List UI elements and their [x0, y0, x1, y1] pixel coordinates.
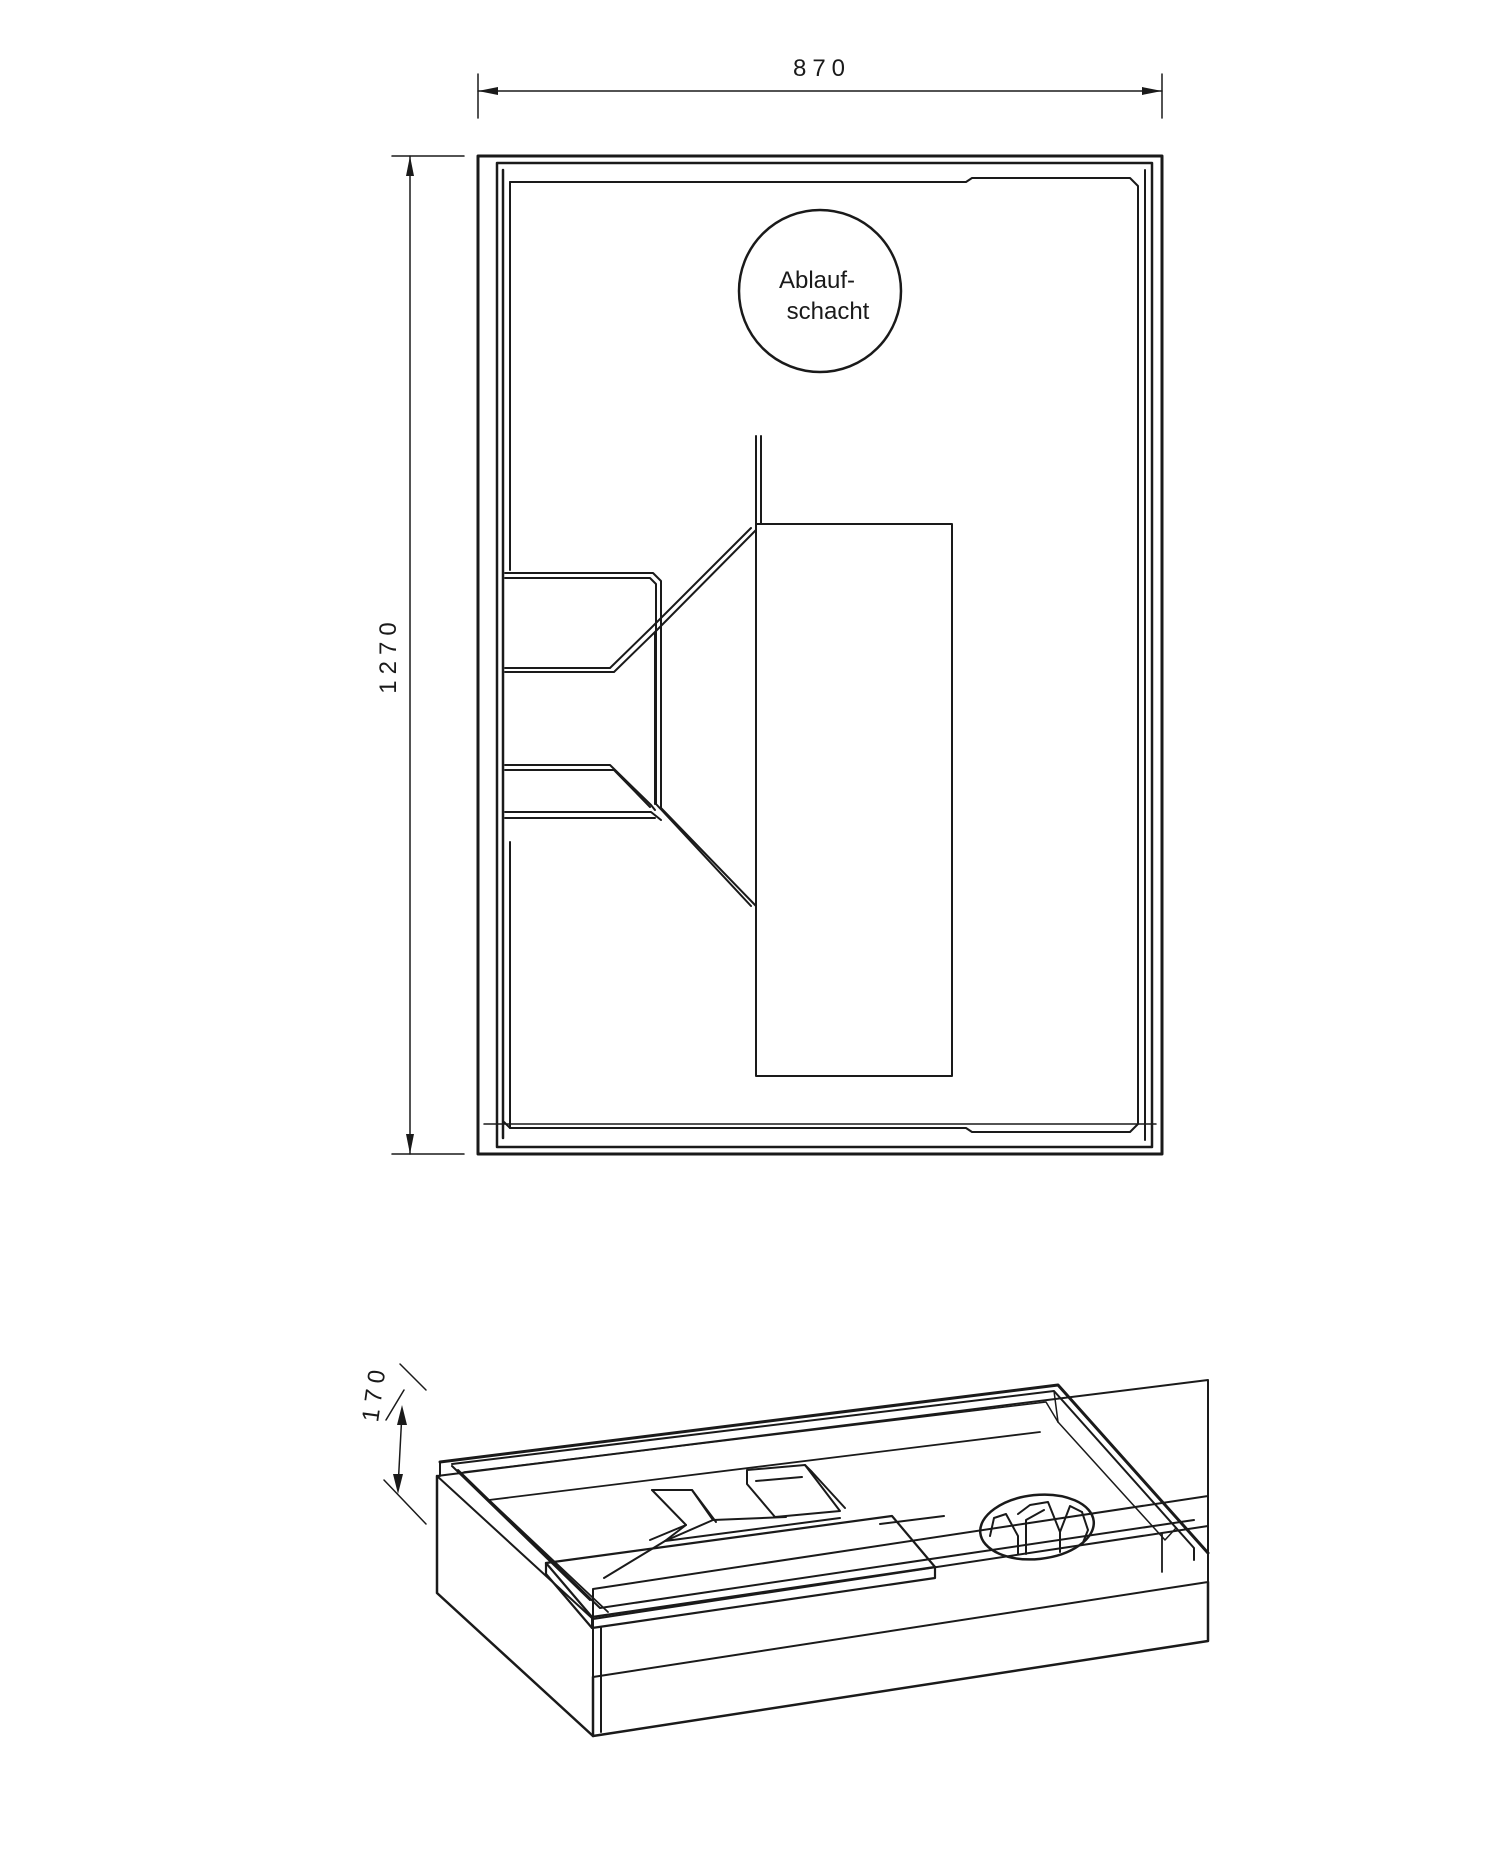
- support-structure-iso: [603, 1464, 945, 1579]
- drain-shaft-label-line1: Ablauf-: [779, 267, 855, 294]
- drain-shaft-label-line2: schacht: [787, 298, 870, 325]
- depth-dimension-label: 1270: [375, 616, 402, 693]
- basin-floor-iso: [488, 1431, 1163, 1613]
- drain-shaft-iso: [978, 1493, 1096, 1561]
- top-view: 870 1270 Ablauf- schacht: [375, 55, 1164, 1156]
- support-structure: [504, 527, 757, 907]
- width-dimension: 870: [477, 55, 1163, 119]
- height-dimension: 170: [357, 1362, 427, 1525]
- width-dimension-label: 870: [793, 55, 851, 82]
- step-platform-iso: [544, 1514, 937, 1630]
- isometric-view: 170: [357, 1362, 1210, 1738]
- drain-shaft: Ablauf- schacht: [737, 208, 903, 374]
- step-platform: [755, 435, 953, 1077]
- tray-outline: [476, 154, 1164, 1156]
- height-dimension-label: 170: [357, 1362, 392, 1423]
- depth-dimension: 1270: [375, 155, 465, 1155]
